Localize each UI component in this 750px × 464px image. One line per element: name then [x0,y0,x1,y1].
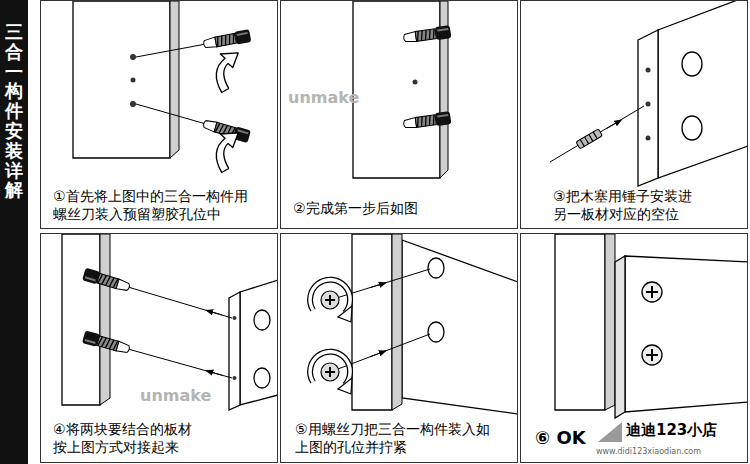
panel-4-drawing [62,234,277,410]
screw-cross [646,349,658,361]
watermark: unmake [288,88,359,107]
board-side [100,234,110,405]
step-caption: ⑥ OK [535,426,741,449]
guide-line [128,287,232,318]
connector-bolt [203,29,252,51]
step-panel: ⑤用螺丝刀把三合一构件装入如 上图的孔位并拧紧 [280,233,518,463]
step-caption: ①首先将上图中的三合一构件用 螺丝刀装入预留塑胶孔位中 [53,187,271,223]
panel-2-drawing [353,1,451,178]
curved-arrow [205,46,251,92]
logo-wedge [598,422,622,442]
board-side [170,1,179,158]
shop-url: www.didi123xiaodian.com [596,447,701,456]
board-side [605,234,615,410]
board-front [73,1,170,158]
panel-3-drawing [550,1,747,186]
board-front [555,234,605,410]
hole [413,80,418,85]
board-front [353,1,440,178]
hole [233,316,237,320]
connector-bolt [82,330,131,355]
watermark: unmake [140,386,211,405]
cam-hole [254,368,270,388]
hole [131,78,136,83]
board-front [352,234,392,410]
step-panel: ⑥ OK [520,233,748,463]
wood-dowel [576,129,602,149]
cam-lock [310,352,352,394]
hole [130,101,136,107]
step-panel: ③把木塞用锤子安装进 另一板材对应的空位 [520,0,748,229]
connector-bolt [403,25,452,44]
cam-hole [682,52,702,76]
panel-5-drawing [310,234,517,414]
direction-arrow [607,120,622,128]
cam-hole [254,310,270,330]
screw-head [642,282,662,302]
board-edge [615,256,625,418]
shop-name: 迪迪123小店 [626,421,717,440]
hole [646,136,651,141]
hole [130,54,136,60]
screw-head [642,345,662,365]
step-panel: ①首先将上图中的三合一构件用 螺丝刀装入预留塑胶孔位中 [40,0,278,229]
connector-bolt [82,268,131,294]
guide-line [136,44,206,57]
hole [646,102,651,107]
board-edge [229,292,240,410]
cam-hole [682,116,702,140]
direction-arrow [206,371,222,376]
cam-hole [428,258,444,278]
board-side [392,234,402,410]
cam-hole [428,322,444,342]
step-caption: ④将两块要结合的板材 按上图方式对接起来 [53,420,271,456]
direction-arrow [206,310,222,315]
connector-bolt [403,111,452,130]
hole [233,376,237,380]
step-caption: ⑤用螺丝刀把三合一构件装入如 上图的孔位并拧紧 [295,420,511,456]
curved-arrow [205,126,251,172]
step-panel: ②完成第一步后如图 [280,0,518,229]
board-face [240,280,277,405]
step-caption: ③把木塞用锤子安装进 另一板材对应的空位 [553,187,741,223]
board-face [402,240,517,414]
direction-arrow [370,283,386,288]
direction-arrow [370,351,386,357]
board-face [658,1,747,178]
guide-line [128,349,232,378]
board-front [62,234,100,405]
guide-line [330,334,430,372]
screw-cross [646,286,658,298]
guide-line [136,104,206,124]
hole [646,68,651,73]
step-panel: ④将两块要结合的板材 按上图方式对接起来 [40,233,278,463]
panel-6-drawing [555,234,747,418]
cam-lock [310,280,352,322]
title-band: 三合一构件安装详解 [0,0,28,464]
guide-line [550,106,644,162]
step-caption: ②完成第一步后如图 [293,199,511,217]
vertical-title: 三合一构件安装详解 [5,22,23,200]
panel-1-drawing [73,1,251,172]
board-face [625,256,747,412]
